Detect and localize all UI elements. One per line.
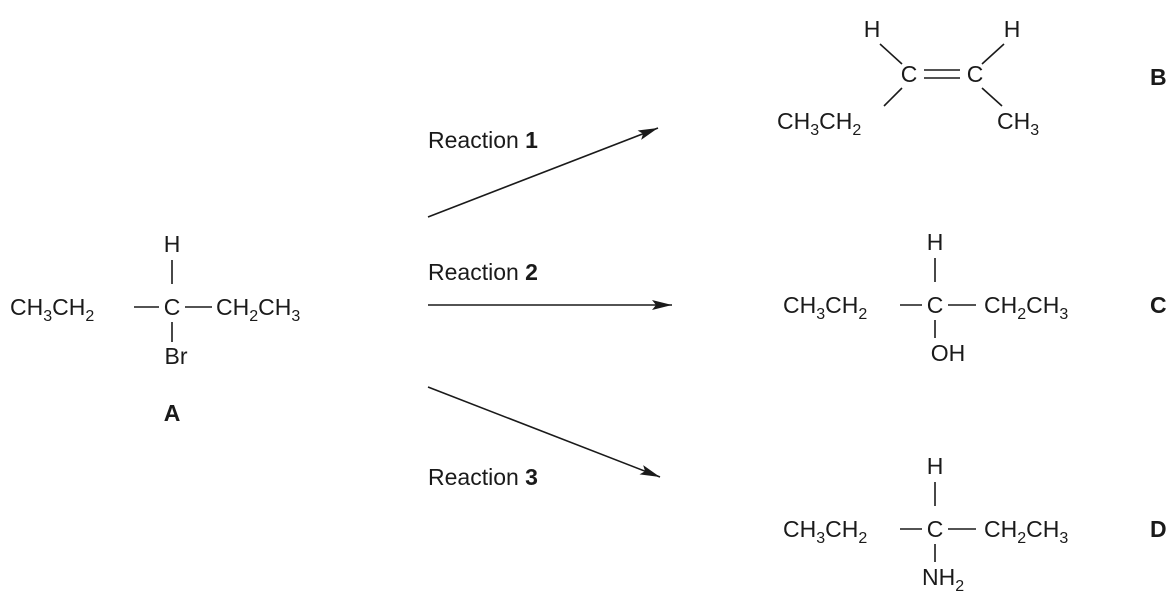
molecule-d-bottom-substituent: NH2 — [922, 564, 964, 595]
molecule-a-center-carbon: C — [164, 294, 181, 320]
molecule-d-right-group: CH2CH3 — [984, 516, 1068, 547]
molecule-b-right-substituent: CH3 — [997, 108, 1039, 139]
molecule-b-label: B — [1150, 64, 1167, 90]
reaction-2: Reaction 2 — [428, 259, 672, 310]
molecule-a-label: A — [164, 400, 181, 426]
reaction-1-label: Reaction 1 — [428, 127, 538, 153]
molecule-a: H CH3CH2 C CH2CH3 Br A — [10, 231, 300, 426]
molecule-b-right-h-bond — [981, 43, 1005, 65]
molecule-b-left-carbon: C — [901, 61, 918, 87]
molecule-a-right-group: CH2CH3 — [216, 294, 300, 325]
reaction-3-label: Reaction 3 — [428, 464, 538, 490]
reaction-1: Reaction 1 — [427, 127, 659, 218]
molecule-c-center-carbon: C — [927, 292, 944, 318]
molecule-b-right-hydrogen: H — [1004, 16, 1021, 42]
reaction-3: Reaction 3 — [427, 386, 661, 490]
molecule-d-left-group: CH3CH2 — [783, 516, 867, 547]
molecule-a-bottom-substituent: Br — [165, 343, 188, 369]
reaction-3-arrow — [427, 386, 661, 478]
molecule-b-left-h-bond — [879, 43, 903, 65]
molecule-c-left-group: CH3CH2 — [783, 292, 867, 323]
molecule-b: H H C C CH3CH2 CH3 B — [777, 16, 1167, 139]
molecule-b-left-sub-bond — [883, 87, 903, 107]
molecule-c-right-group: CH2CH3 — [984, 292, 1068, 323]
molecule-b-right-sub-bond — [981, 87, 1003, 107]
molecule-a-top-substituent: H — [164, 231, 181, 257]
molecule-c-label: C — [1150, 292, 1167, 318]
molecule-d: H CH3CH2 C CH2CH3 NH2 D — [783, 453, 1167, 595]
molecule-b-right-carbon: C — [967, 61, 984, 87]
reaction-2-label: Reaction 2 — [428, 259, 538, 285]
reaction-1-arrow — [427, 127, 659, 218]
molecule-a-left-group: CH3CH2 — [10, 294, 94, 325]
molecule-c-bottom-substituent: OH — [931, 340, 966, 366]
molecule-d-top-substituent: H — [927, 453, 944, 479]
molecule-d-center-carbon: C — [927, 516, 944, 542]
molecule-c: H CH3CH2 C CH2CH3 OH C — [783, 229, 1167, 366]
molecule-b-left-substituent: CH3CH2 — [777, 108, 861, 139]
molecule-c-top-substituent: H — [927, 229, 944, 255]
molecule-d-label: D — [1150, 516, 1167, 542]
molecule-b-left-hydrogen: H — [864, 16, 881, 42]
